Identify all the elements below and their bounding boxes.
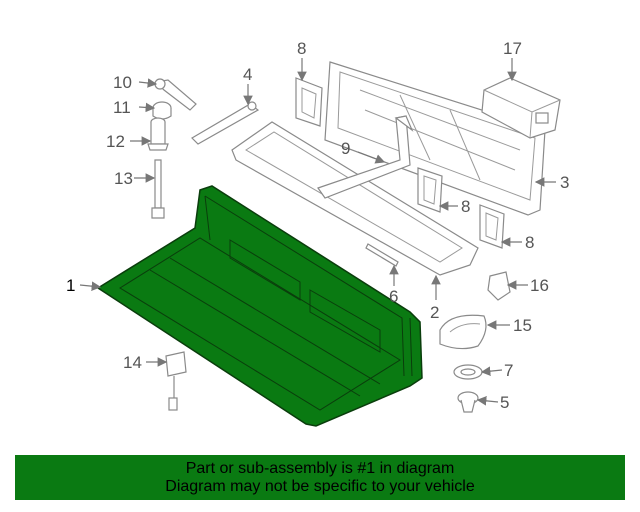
part-11-knob — [152, 101, 172, 120]
part-1-body — [96, 185, 423, 427]
banner-line-1: Part or sub-assembly is #1 in diagram — [185, 459, 455, 477]
part-8-bracket-low — [479, 204, 505, 249]
callout-3: 3 — [560, 173, 569, 192]
callout-15: 15 — [513, 316, 532, 335]
callout-5: 5 — [500, 393, 509, 412]
part-9-brace — [317, 115, 414, 199]
parts-diagram: 1 2 3 4 5 6 7 8 8 8 9 10 11 12 13 14 15 … — [66, 39, 569, 427]
part-1-floor-panel — [96, 185, 423, 427]
part-4-strut — [191, 101, 260, 145]
part-2-frame — [231, 121, 479, 276]
callout-8-mid: 8 — [461, 197, 470, 216]
callout-11: 11 — [113, 98, 131, 117]
callout-9: 9 — [341, 139, 350, 158]
callout-12: 12 — [106, 132, 125, 151]
leader-lines — [79, 58, 556, 406]
callout-16: 16 — [530, 276, 549, 295]
part-14-sensor — [165, 351, 187, 411]
part-17-box — [481, 77, 561, 139]
part-13-rod — [151, 159, 165, 219]
banner-line-2: Diagram may not be specific to your vehi… — [165, 477, 475, 495]
part-8-bracket-top — [295, 77, 323, 127]
callout-10: 10 — [113, 73, 132, 92]
info-banner: Part or sub-assembly is #1 in diagram Di… — [15, 455, 625, 500]
part-16-clip — [487, 271, 511, 301]
part-5-plug — [457, 391, 479, 413]
callout-6: 6 — [389, 287, 398, 306]
part-8-bracket-mid — [417, 167, 443, 213]
part-15-cover — [439, 314, 487, 350]
callout-17: 17 — [503, 39, 522, 58]
part-12-fitting — [147, 117, 169, 151]
part-7-washer — [453, 364, 483, 380]
callout-8-top: 8 — [297, 39, 306, 58]
callout-13: 13 — [114, 169, 133, 188]
callout-8-low: 8 — [525, 233, 534, 252]
callout-7: 7 — [504, 361, 513, 380]
callout-1: 1 — [66, 276, 75, 295]
callout-2: 2 — [430, 303, 439, 322]
callout-14: 14 — [123, 353, 142, 372]
callout-4: 4 — [243, 65, 252, 84]
